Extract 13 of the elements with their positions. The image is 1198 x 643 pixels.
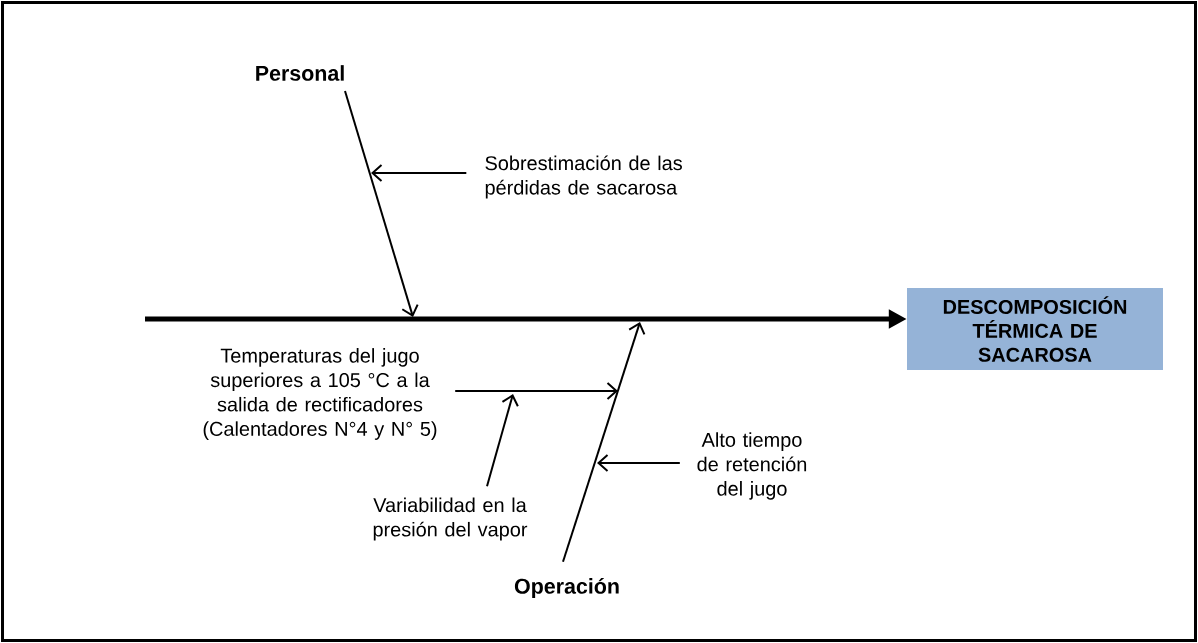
category-label: Operación [514, 577, 619, 599]
cause-text: Sobrestimación de las pérdidas de sacarosa [485, 155, 682, 199]
arrow [371, 164, 468, 182]
arrow [344, 90, 419, 317]
cause-text: Temperaturas del jugo superiores a 105 °C a la salida de rectificadores (Calentadores N°4 y N° 5) [203, 348, 437, 440]
category-label: Personal [256, 65, 344, 81]
arrow [597, 454, 681, 472]
cause-text: Alto tiempo de retención del jugo [697, 432, 807, 500]
cause-text: Variabilidad en la presión del vapor [373, 497, 528, 541]
arrow [486, 394, 519, 488]
arrow [454, 382, 618, 400]
arrow [562, 322, 646, 563]
effect-box: DESCOMPOSICIÓN TÉRMICA DE SACAROSA [907, 288, 1163, 370]
